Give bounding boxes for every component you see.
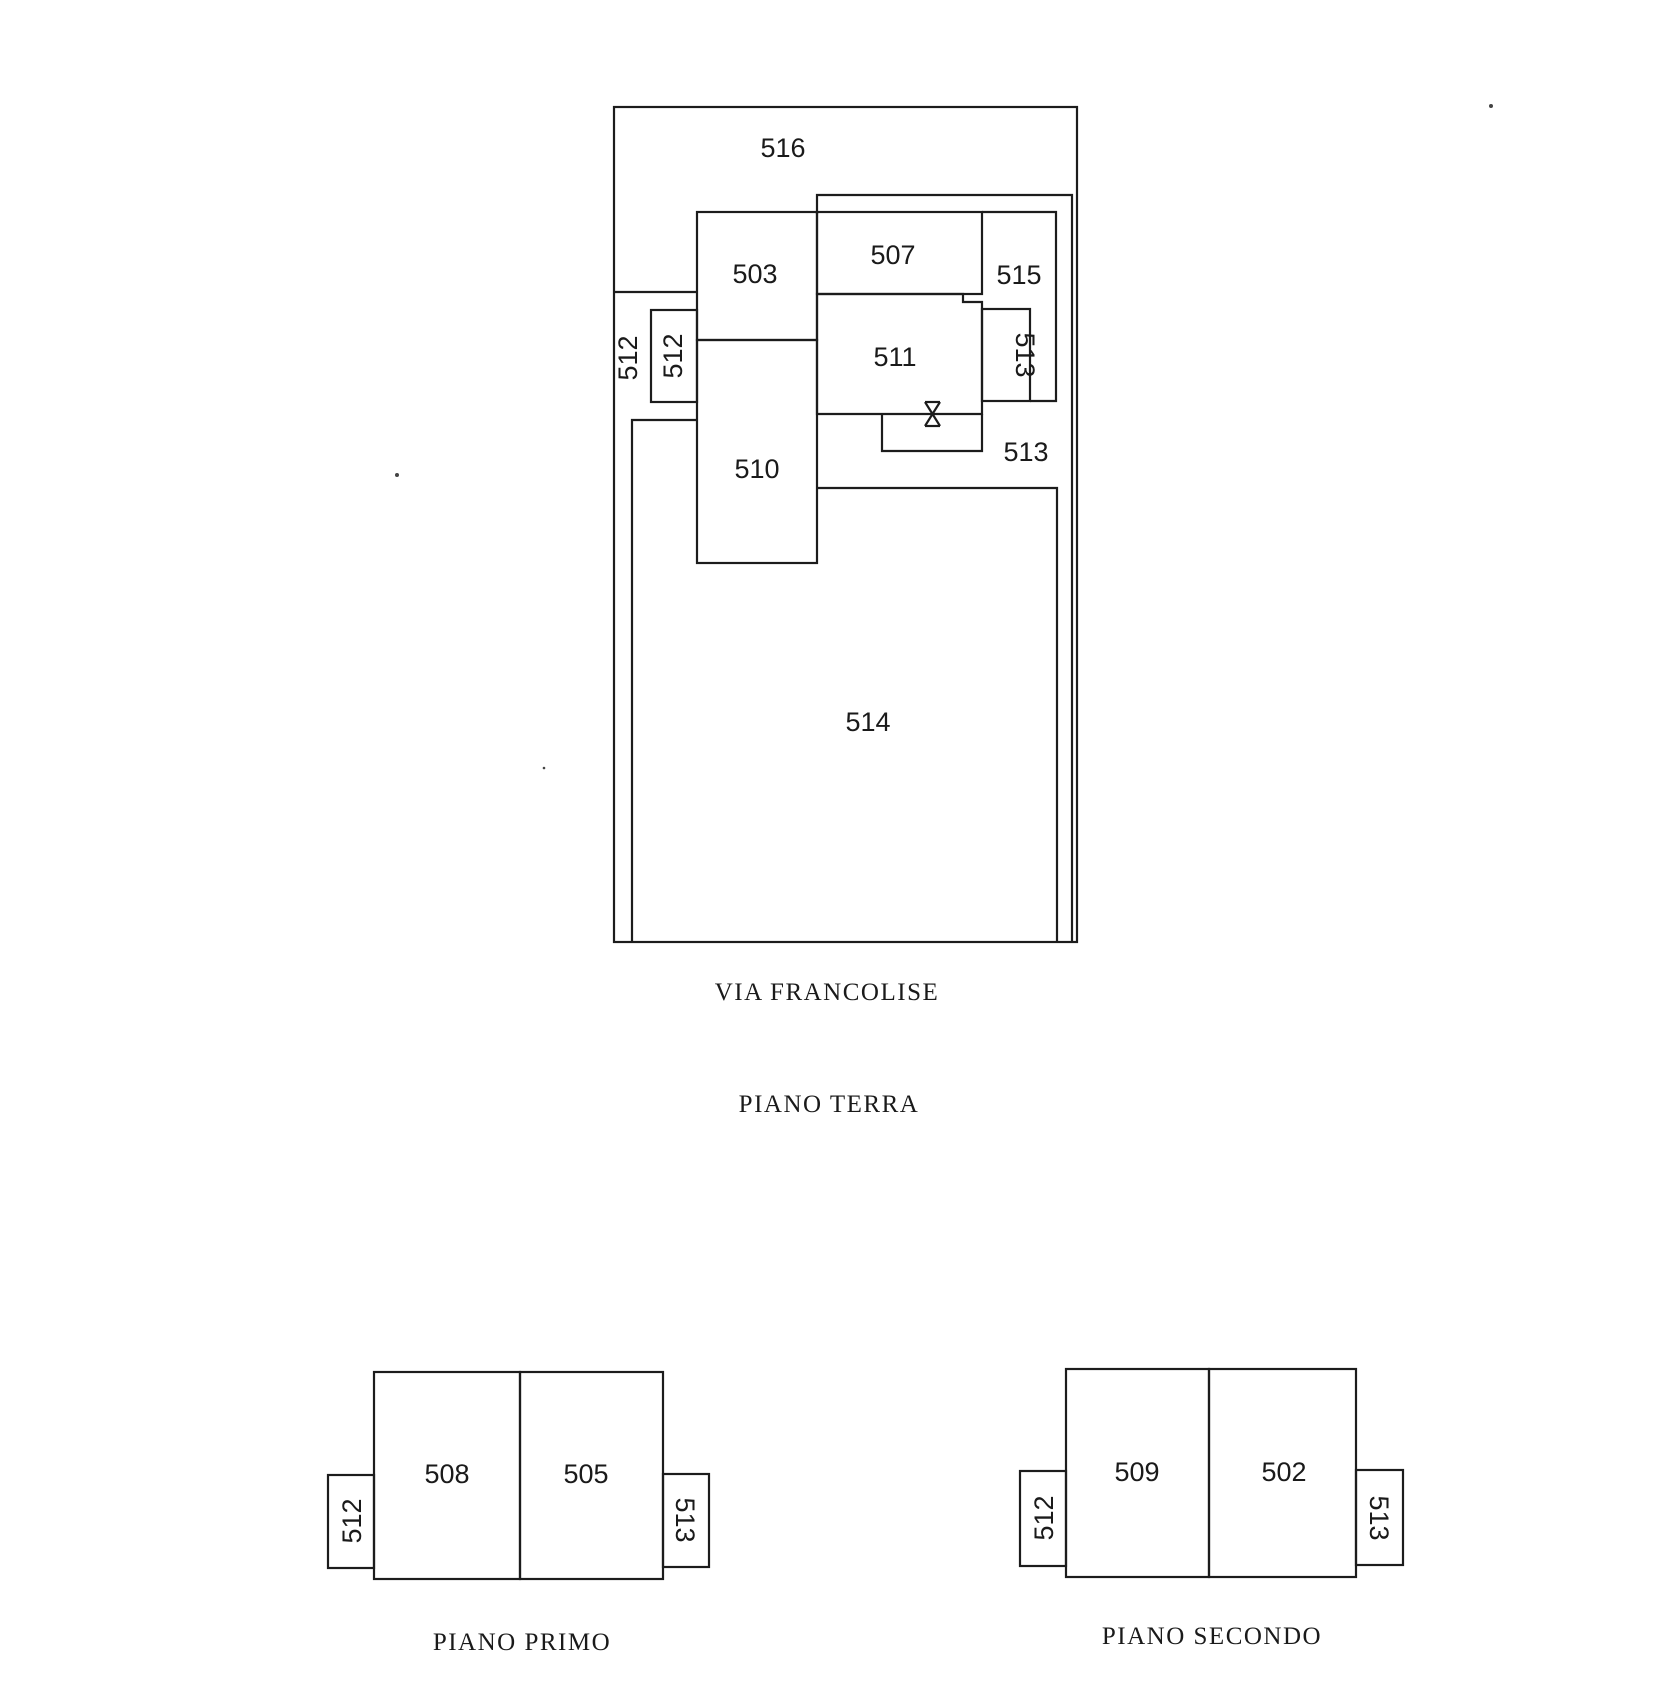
label-513-side: 513 [1010,332,1040,377]
ground-floor-title: PIANO TERRA [739,1091,920,1118]
label-502: 502 [1261,1457,1306,1487]
unit-512-inner [649,308,699,404]
unit-510 [695,338,819,565]
lot-boundary [612,105,1079,944]
second-floor-unit-512 [1018,1469,1068,1568]
ground-floor-plan: 516 503 507 515 511 512 512 513 513 510 … [612,105,1079,1118]
unit-513-lower [880,414,984,453]
unit-515 [982,210,1058,403]
unit-513-side [980,307,1032,403]
second-floor-label-512: 512 [1029,1495,1059,1540]
label-508: 508 [424,1459,469,1489]
street-label: VIA FRANCOLISE [715,979,940,1006]
second-floor-plan: 509 502 512 513 PIANO SECONDO [1018,1367,1405,1650]
label-510: 510 [734,454,779,484]
label-515: 515 [996,260,1041,290]
second-floor-label-513: 513 [1364,1495,1394,1540]
area-516-right-boundary [815,193,1074,942]
label-516: 516 [760,133,805,163]
scan-speck [542,766,546,770]
second-floor-title: PIANO SECONDO [1102,1623,1322,1650]
label-503: 503 [732,259,777,289]
label-507: 507 [870,240,915,270]
scan-speck [395,473,399,477]
unit-514-left-boundary [630,418,697,942]
label-509: 509 [1114,1457,1159,1487]
label-512-outer: 512 [613,335,643,380]
second-floor-unit-513 [1354,1468,1405,1567]
scan-speck [1489,104,1493,108]
gate-symbol [924,400,941,428]
label-505: 505 [563,1459,608,1489]
unit-511 [815,292,984,416]
label-512-inner: 512 [658,333,688,378]
first-floor-label-512: 512 [337,1498,367,1543]
first-floor-plan: 508 505 512 513 PIANO PRIMO [326,1370,711,1656]
first-floor-title: PIANO PRIMO [433,1629,611,1656]
label-513-lower: 513 [1003,437,1048,467]
first-floor-unit-512 [326,1473,376,1570]
label-514: 514 [845,707,890,737]
first-floor-unit-513 [661,1472,711,1569]
first-floor-label-513: 513 [670,1497,700,1542]
label-511: 511 [873,342,916,372]
unit-514-right-boundary [817,486,1059,942]
